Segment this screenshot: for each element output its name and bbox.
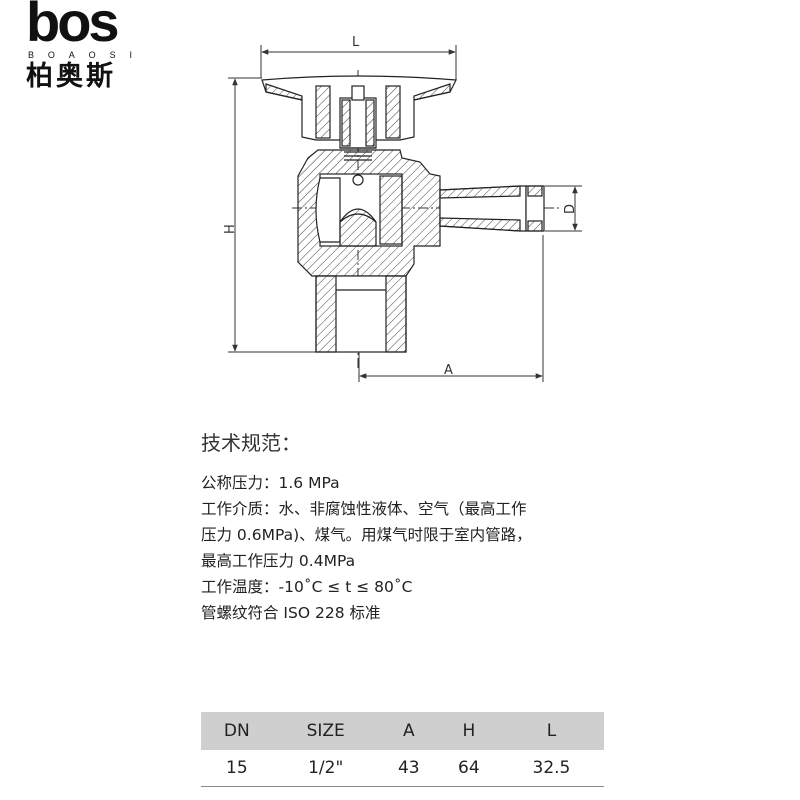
table-row: 15 1/2" 43 64 32.5 <box>201 750 604 787</box>
table-header-a: A <box>378 712 439 750</box>
hose-barb-outlet <box>439 185 545 232</box>
dim-a-label: A <box>444 363 453 378</box>
dim-h-label: H <box>223 224 238 234</box>
threaded-inlet <box>315 275 407 353</box>
valve-body <box>297 149 441 277</box>
table-cell: 15 <box>201 750 273 787</box>
spec-line: 最高工作压力 0.4MPa <box>201 552 356 570</box>
spec-lines: 公称压力：1.6 MPa 工作介质：水、非腐蚀性液体、空气（最高工作 压力 0.… <box>201 470 621 626</box>
spec-line: 公称压力：1.6 MPa <box>201 474 340 492</box>
logo-spelling: B O A O S I <box>28 50 132 60</box>
logo-letter: O <box>88 50 96 60</box>
logo-chinese-name: 柏奥斯 <box>26 61 116 92</box>
spec-line: 压力 0.6MPa)、煤气。用煤气时限于室内管路， <box>201 526 532 544</box>
table-header-size: SIZE <box>272 712 379 750</box>
table-cell: 43 <box>378 750 439 787</box>
table-header-h: H <box>438 712 499 750</box>
brand-logo: bos B O A O S I 柏奥斯 <box>26 0 132 98</box>
table-cell: 64 <box>438 750 499 787</box>
table-header-row: DN SIZE A H L <box>201 712 604 750</box>
logo-letter: B <box>28 50 35 60</box>
logo-wordmark: bos <box>26 0 120 53</box>
logo-letter: I <box>129 50 132 60</box>
dim-l-label: L <box>352 35 360 50</box>
table-header-dn: DN <box>201 712 273 750</box>
table-cell: 32.5 <box>498 750 604 787</box>
logo-letter: O <box>47 50 55 60</box>
valve-technical-drawing: L H D A <box>223 35 582 382</box>
dimension-table: DN SIZE A H L 15 1/2" 43 64 32.5 <box>201 712 604 787</box>
spec-title: 技术规范： <box>201 431 301 455</box>
spec-line: 工作介质：水、非腐蚀性液体、空气（最高工作 <box>201 500 527 518</box>
table-header-l: L <box>498 712 604 750</box>
logo-letter: A <box>68 50 75 60</box>
spec-line: 工作温度：-10˚C ≤ t ≤ 80˚C <box>201 578 413 596</box>
dim-d-label: D <box>563 204 578 214</box>
table-cell: 1/2" <box>272 750 379 787</box>
logo-letter: S <box>109 50 116 60</box>
spec-line: 管螺纹符合 ISO 228 标准 <box>201 604 381 622</box>
technical-spec: 技术规范： 公称压力：1.6 MPa 工作介质：水、非腐蚀性液体、空气（最高工作… <box>201 430 621 626</box>
